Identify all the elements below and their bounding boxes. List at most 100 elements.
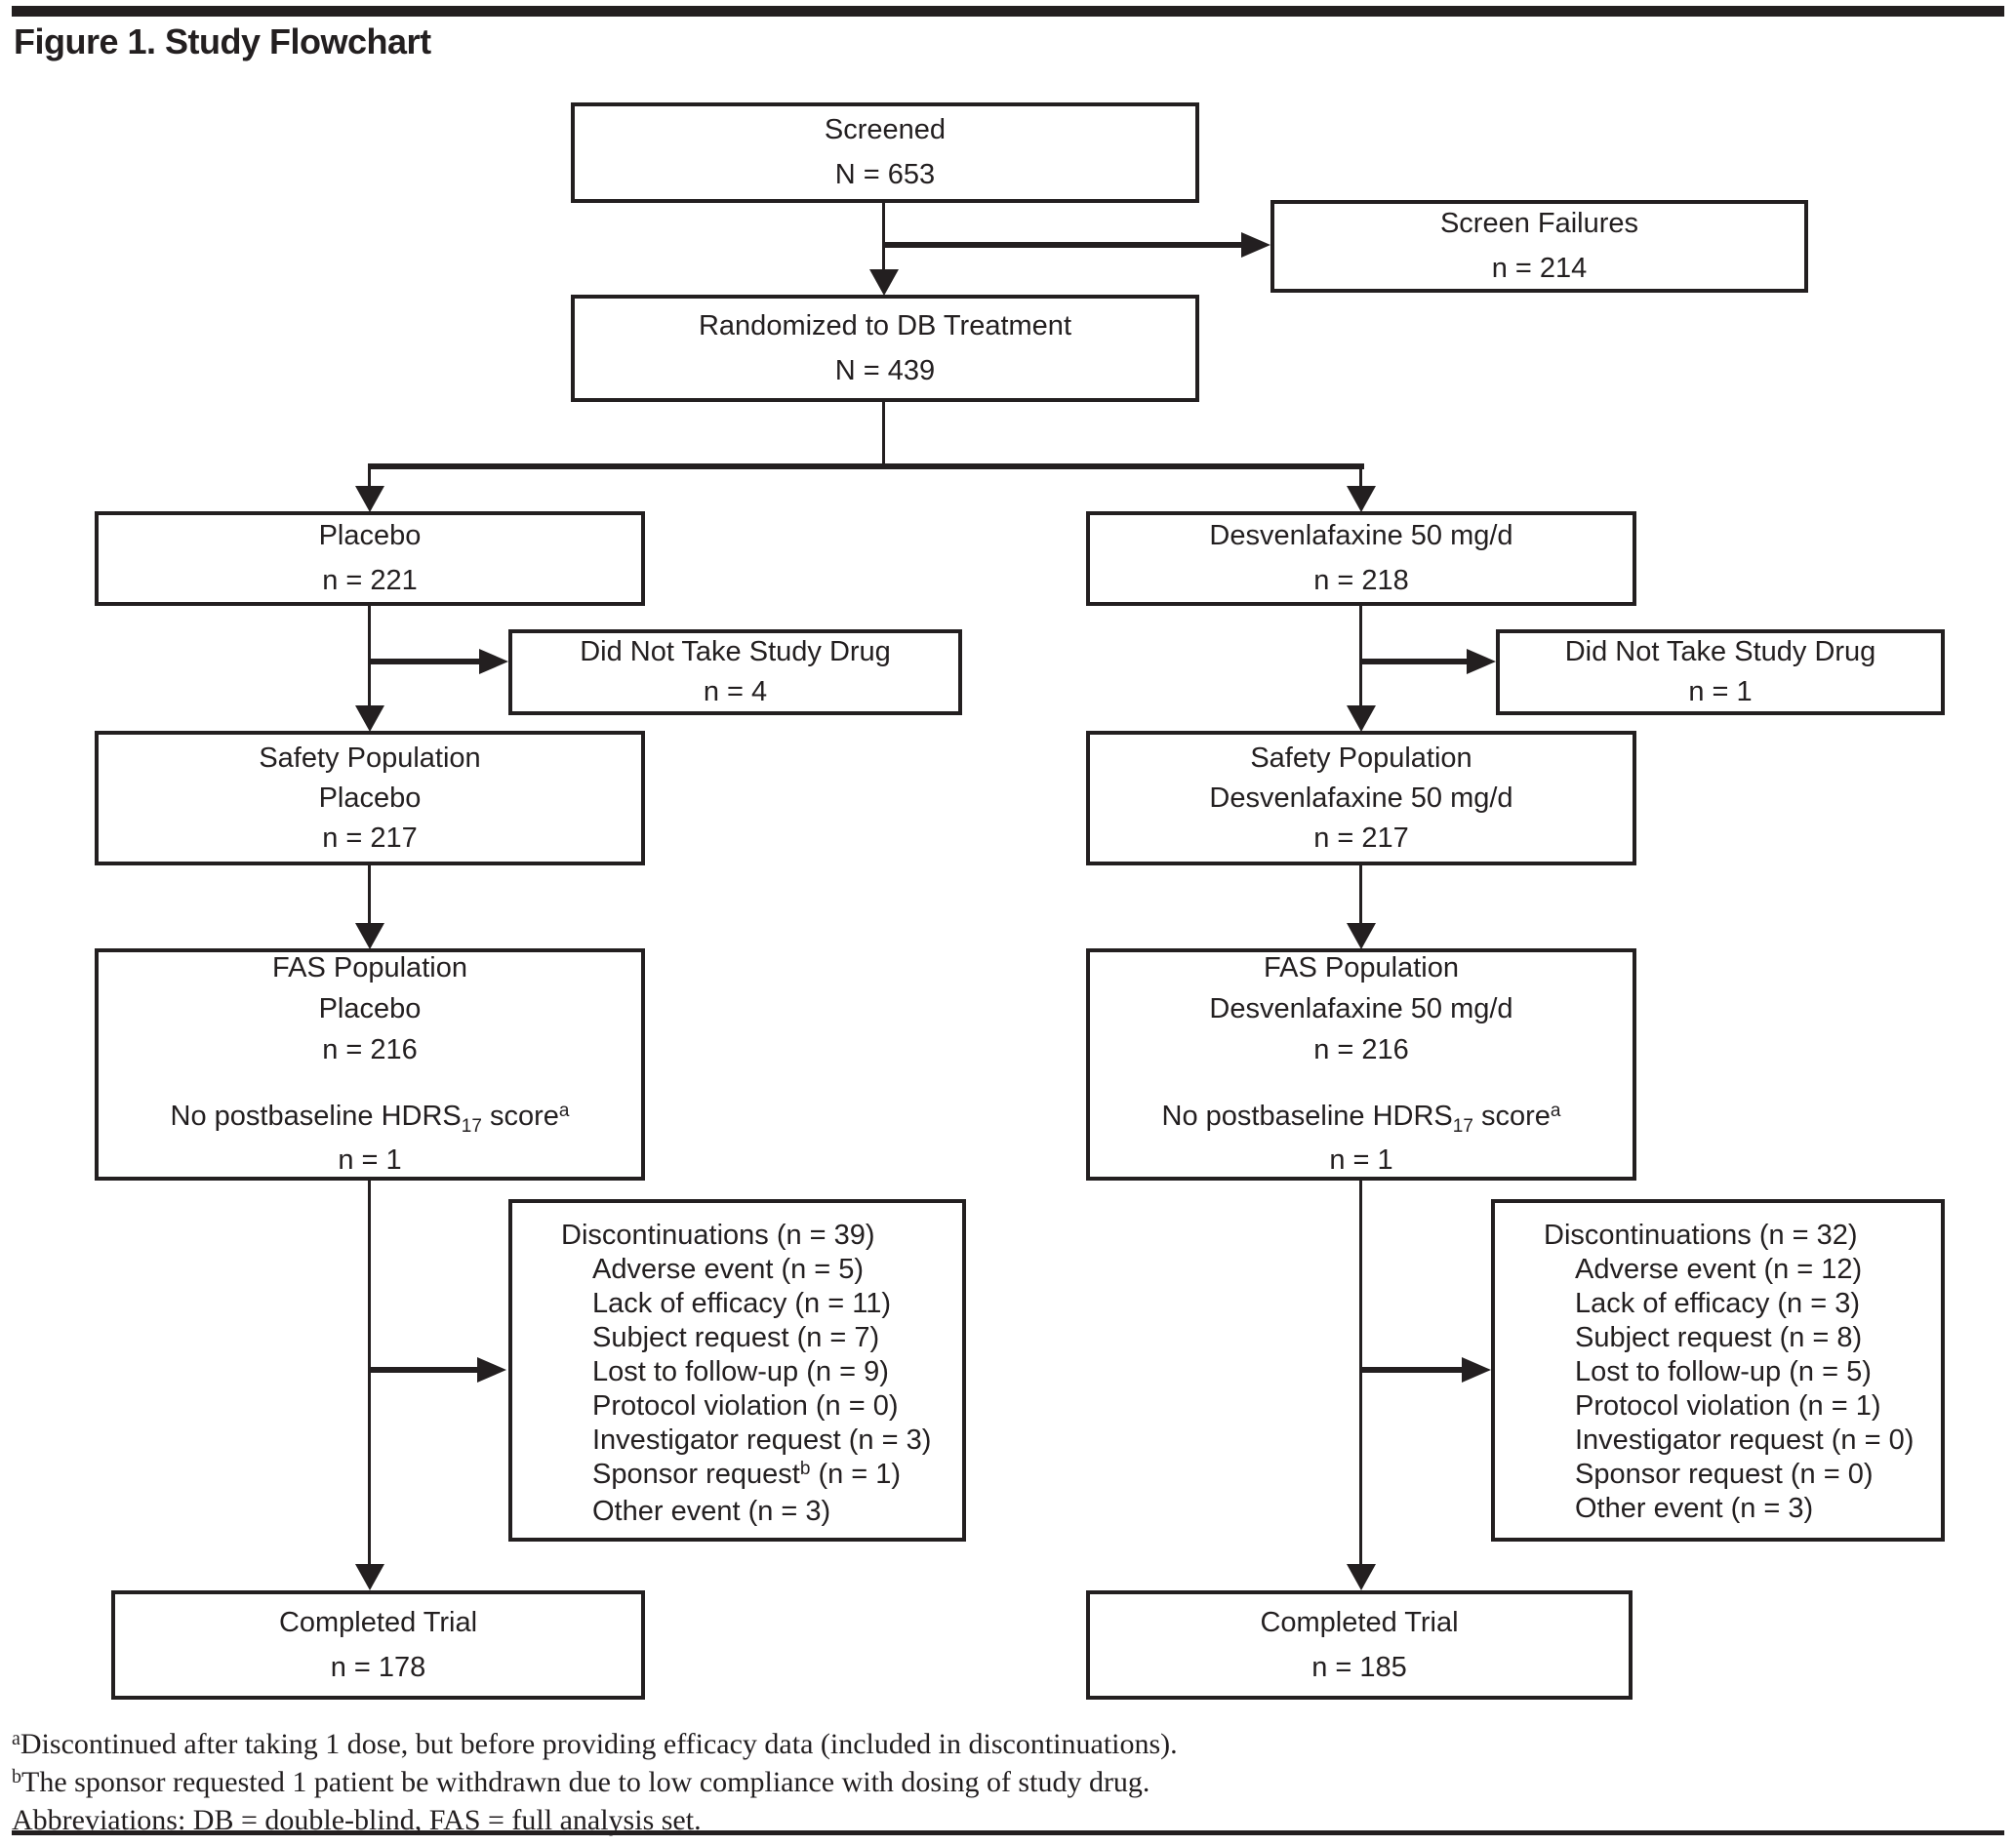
disc-right-item-investigator-request: Investigator request (n = 0) <box>1575 1425 1915 1456</box>
placebo-label: Placebo <box>318 520 422 551</box>
placebo-box: Placebo n = 221 <box>95 511 645 606</box>
connector-fas-completed-right <box>1359 1181 1362 1567</box>
footnote-a-marker: a <box>1550 1101 1561 1121</box>
desvenlafaxine-box: Desvenlafaxine 50 mg/d n = 218 <box>1086 511 1636 606</box>
footnote-a-marker: a <box>12 1728 20 1749</box>
completed-trial-right-box: Completed Trial n = 185 <box>1086 1590 1633 1700</box>
connector-placebo-safety <box>368 606 371 709</box>
fas-left-label: FAS Population <box>272 952 467 983</box>
disc-right-item-sponsor-request: Sponsor request (n = 0) <box>1575 1459 1874 1490</box>
screen-failures-count: n = 214 <box>1491 253 1588 284</box>
disc-left-item-protocol-violation: Protocol violation (n = 0) <box>592 1390 899 1422</box>
branch-bar <box>368 463 1364 469</box>
fas-left-count: n = 216 <box>322 1034 418 1065</box>
arrowhead-into-dnt-left <box>479 649 508 674</box>
screened-box: Screened N = 653 <box>571 102 1199 203</box>
arrowhead-into-completed-left <box>355 1564 384 1590</box>
disc-left-item-lack-of-efficacy: Lack of efficacy (n = 11) <box>592 1288 892 1319</box>
disc-right-header: Discontinuations (n = 32) <box>1544 1220 1858 1251</box>
desvenlafaxine-label: Desvenlafaxine 50 mg/d <box>1209 520 1513 551</box>
disc-right-item-lack-of-efficacy: Lack of efficacy (n = 3) <box>1575 1288 1861 1319</box>
safety-population-right-box: Safety Population Desvenlafaxine 50 mg/d… <box>1086 731 1636 865</box>
discontinuations-left-box: Discontinuations (n = 39) Adverse event … <box>508 1199 966 1542</box>
fas-right-note-count: n = 1 <box>1329 1144 1393 1176</box>
footnotes-block: aDiscontinued after taking 1 dose, but b… <box>12 1727 1178 1837</box>
safety-right-label: Safety Population <box>1250 742 1472 774</box>
footnote-b-marker: b <box>799 1459 811 1479</box>
disc-left-item-lost-to-follow-up: Lost to follow-up (n = 9) <box>592 1356 889 1387</box>
placebo-count: n = 221 <box>322 565 418 596</box>
arrowhead-into-disc-left <box>477 1357 506 1383</box>
fas-left-note-count: n = 1 <box>338 1144 402 1176</box>
completed-left-label: Completed Trial <box>278 1606 478 1638</box>
screened-label: Screened <box>824 114 947 145</box>
bottom-rule <box>12 1830 2004 1835</box>
fas-right-count: n = 216 <box>1313 1034 1409 1065</box>
top-rule <box>12 6 2004 17</box>
randomized-label: Randomized to DB Treatment <box>698 309 1071 341</box>
randomized-box: Randomized to DB Treatment N = 439 <box>571 295 1199 402</box>
connector-dnt-left <box>370 659 481 664</box>
connector-screen-failures <box>883 242 1244 248</box>
screened-count: N = 653 <box>834 159 936 190</box>
disc-right-item-other-event: Other event (n = 3) <box>1575 1493 1814 1524</box>
connector-screened-randomized <box>882 203 885 271</box>
connector-disc-right <box>1361 1367 1464 1373</box>
did-not-take-left-box: Did Not Take Study Drug n = 4 <box>508 629 962 715</box>
footnote-a: aDiscontinued after taking 1 dose, but b… <box>12 1728 1178 1760</box>
disc-left-item-sponsor-request: Sponsor requestb (n = 1) <box>592 1459 902 1490</box>
hdrs-subscript: 17 <box>461 1116 482 1137</box>
branch-stub-left <box>368 466 371 490</box>
connector-disc-left <box>370 1367 479 1373</box>
disc-right-item-lost-to-follow-up: Lost to follow-up (n = 5) <box>1575 1356 1872 1387</box>
screen-failures-box: Screen Failures n = 214 <box>1270 200 1808 293</box>
arrowhead-into-desvenlafaxine <box>1347 486 1376 512</box>
disc-right-item-subject-request: Subject request (n = 8) <box>1575 1322 1863 1353</box>
desvenlafaxine-count: n = 218 <box>1313 565 1409 596</box>
safety-right-count: n = 217 <box>1313 822 1409 854</box>
did-not-take-right-box: Did Not Take Study Drug n = 1 <box>1496 629 1945 715</box>
footnote-a-marker: a <box>558 1101 570 1121</box>
did-not-take-right-count: n = 1 <box>1688 676 1753 707</box>
disc-left-item-subject-request: Subject request (n = 7) <box>592 1322 880 1353</box>
disc-left-item-adverse-event: Adverse event (n = 5) <box>592 1254 865 1285</box>
fas-population-right-box: FAS Population Desvenlafaxine 50 mg/d n … <box>1086 948 1636 1181</box>
safety-right-arm: Desvenlafaxine 50 mg/d <box>1209 782 1513 814</box>
discontinuations-right-box: Discontinuations (n = 32) Adverse event … <box>1491 1199 1945 1542</box>
footnote-b-marker: b <box>12 1766 21 1787</box>
randomized-count: N = 439 <box>834 354 936 386</box>
connector-randomized-branch <box>882 402 885 466</box>
arrowhead-into-fas-right <box>1347 923 1376 949</box>
connector-fas-completed-left <box>368 1181 371 1567</box>
fas-right-arm: Desvenlafaxine 50 mg/d <box>1209 993 1513 1024</box>
footnote-b: bThe sponsor requested 1 patient be with… <box>12 1766 1150 1798</box>
safety-left-label: Safety Population <box>259 742 481 774</box>
abbreviations-note: Abbreviations: DB = double-blind, FAS = … <box>12 1804 702 1836</box>
arrowhead-into-dnt-right <box>1467 649 1496 674</box>
safety-left-arm: Placebo <box>318 782 422 814</box>
completed-right-count: n = 185 <box>1311 1651 1407 1683</box>
did-not-take-left-label: Did Not Take Study Drug <box>580 636 891 667</box>
branch-stub-right <box>1359 466 1362 490</box>
fas-left-arm: Placebo <box>318 993 422 1024</box>
completed-right-label: Completed Trial <box>1260 1606 1459 1638</box>
completed-trial-left-box: Completed Trial n = 178 <box>111 1590 645 1700</box>
disc-left-item-investigator-request: Investigator request (n = 3) <box>592 1425 932 1456</box>
safety-population-left-box: Safety Population Placebo n = 217 <box>95 731 645 865</box>
connector-safety-fas-right <box>1359 865 1362 926</box>
arrowhead-into-screen-failures <box>1241 232 1270 258</box>
completed-left-count: n = 178 <box>330 1651 426 1683</box>
connector-desven-safety <box>1359 606 1362 709</box>
disc-left-header: Discontinuations (n = 39) <box>561 1220 875 1251</box>
safety-left-count: n = 217 <box>322 822 418 854</box>
arrowhead-into-randomized <box>869 269 899 296</box>
arrowhead-into-placebo <box>355 486 384 512</box>
fas-population-left-box: FAS Population Placebo n = 216 No postba… <box>95 948 645 1181</box>
arrowhead-into-safety-right <box>1347 705 1376 732</box>
did-not-take-right-label: Did Not Take Study Drug <box>1564 636 1876 667</box>
arrowhead-into-fas-left <box>355 923 384 949</box>
disc-right-item-protocol-violation: Protocol violation (n = 1) <box>1575 1390 1881 1422</box>
hdrs-subscript: 17 <box>1452 1116 1473 1137</box>
disc-right-item-adverse-event: Adverse event (n = 12) <box>1575 1254 1863 1285</box>
